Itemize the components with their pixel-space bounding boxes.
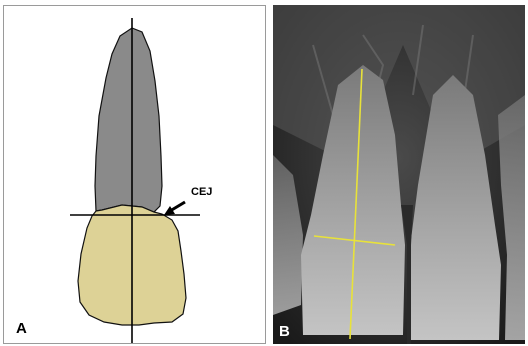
tooth-diagram [4, 6, 266, 344]
panel-a-letter: A [16, 320, 27, 337]
radiograph-image [273, 5, 525, 344]
panel-b-radiograph: B [273, 5, 525, 344]
tooth-root [95, 28, 162, 212]
panel-b-letter: B [279, 323, 290, 340]
cej-label: CEJ [191, 186, 212, 198]
panel-a-diagram: CEJ A [3, 5, 266, 344]
